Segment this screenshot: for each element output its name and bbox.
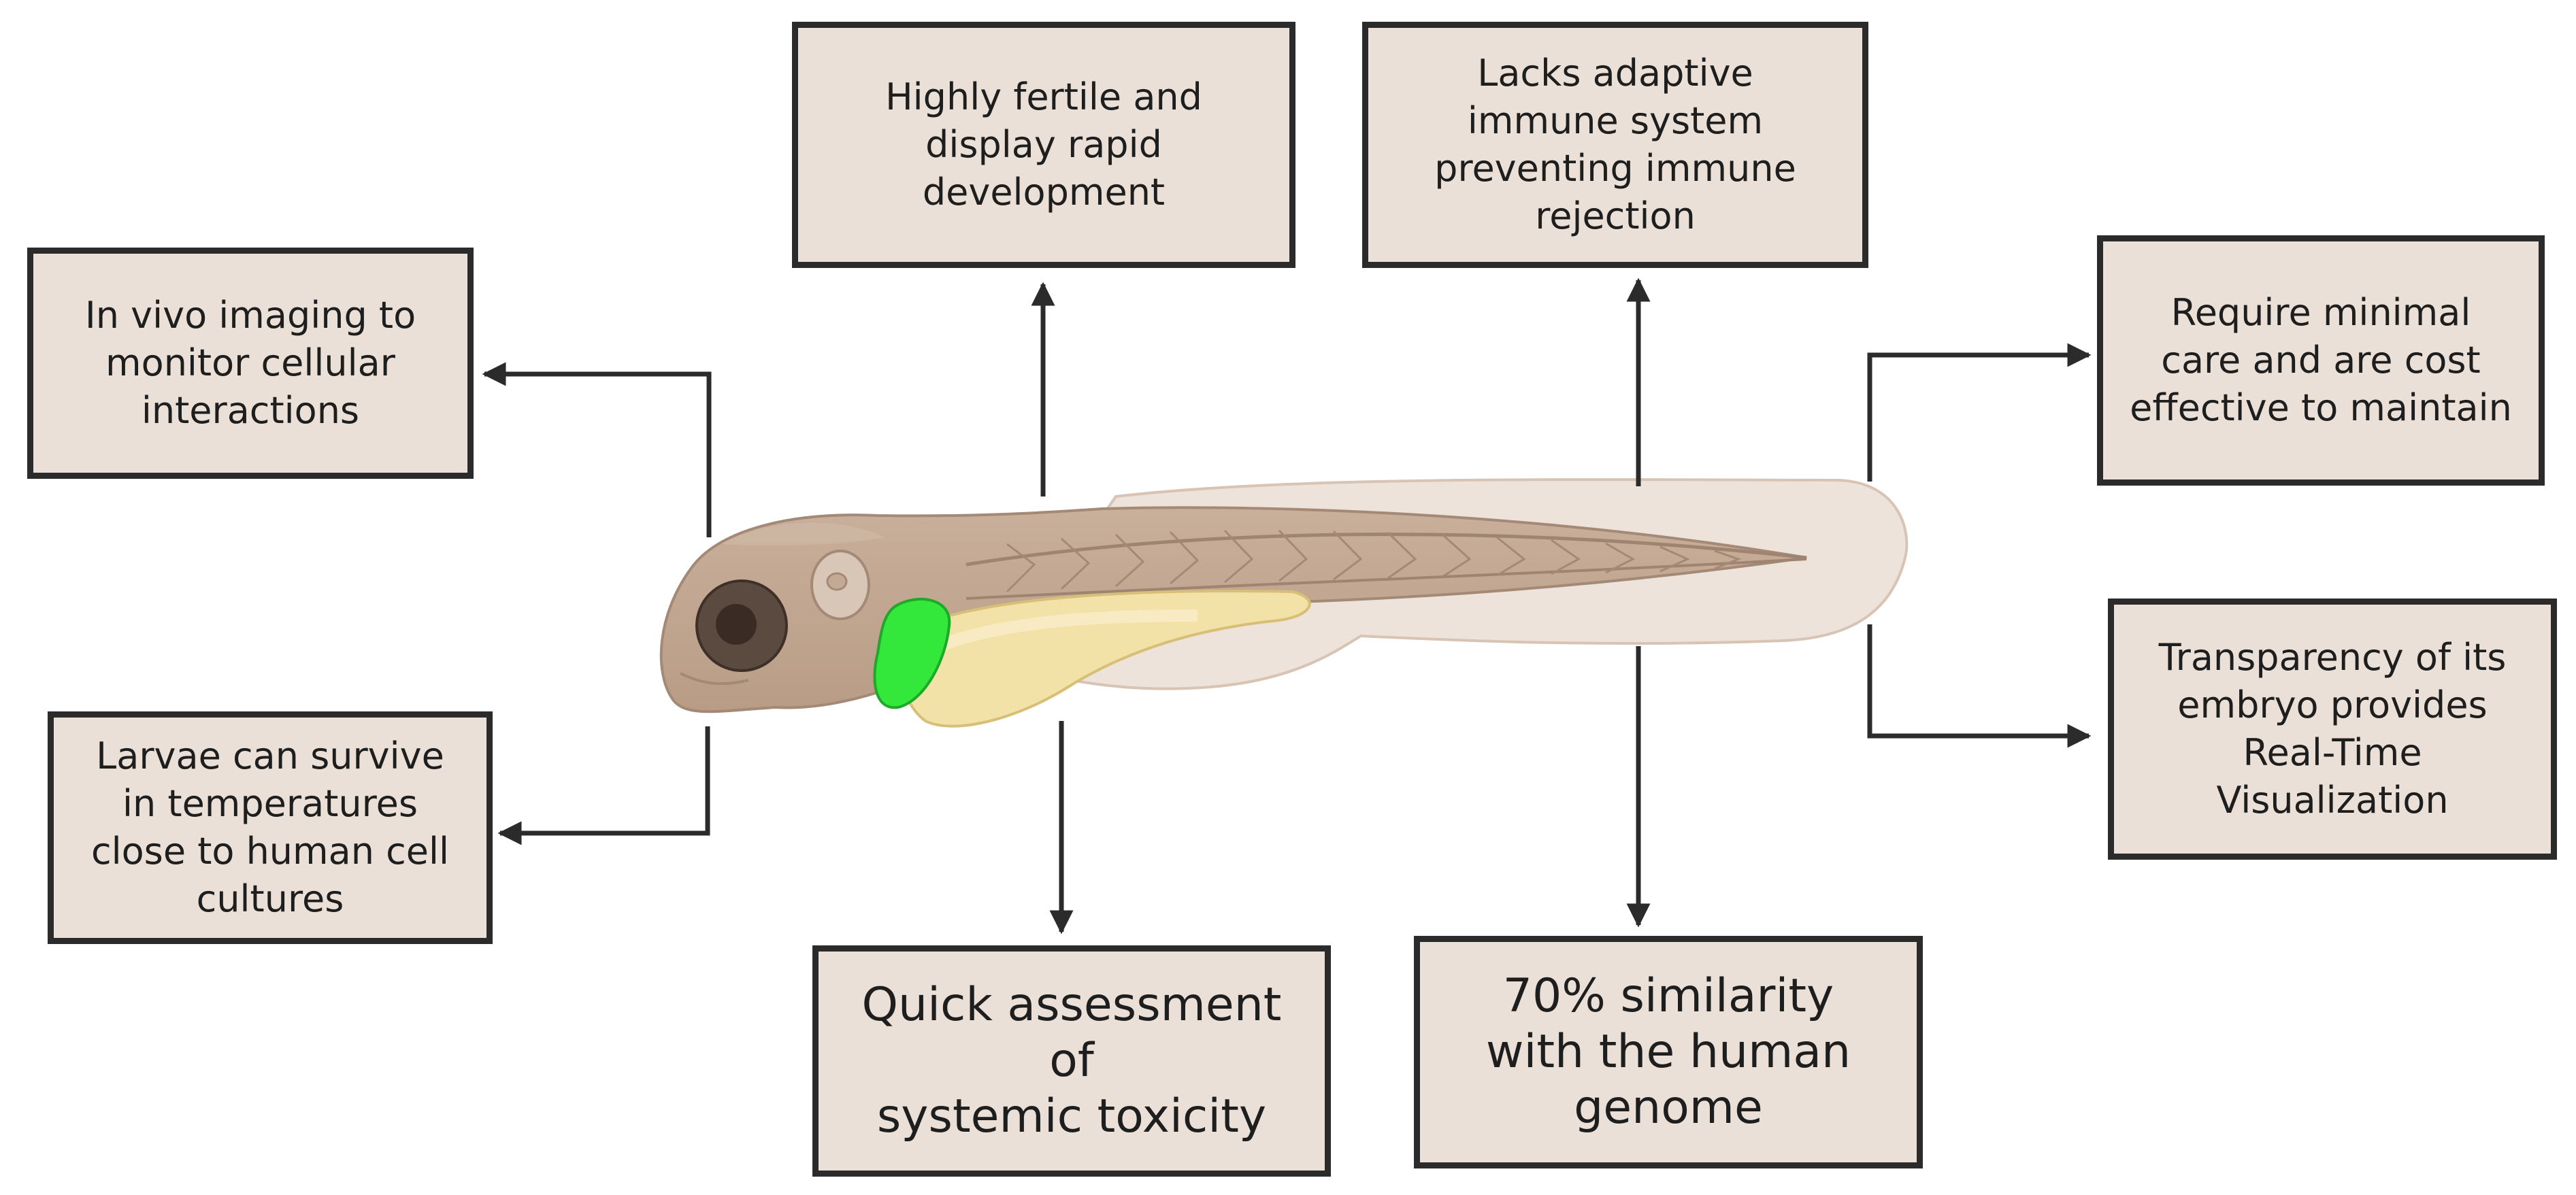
box-minimal-care: Require minimal care and are cost effect… [2097,235,2545,486]
eye [695,579,788,672]
box-fertile-text: Highly fertile and display rapid develop… [885,75,1202,214]
box-in-vivo-imaging-text: In vivo imaging to monitor cellular inte… [84,294,416,432]
box-transparency: Transparency of its embryo provides Real… [2108,599,2557,860]
box-larvae-survive-text: Larvae can survive in temperatures close… [90,735,450,920]
somites [1006,529,1742,593]
box-genome-similarity-text: 70% similarity with the human genome [1485,969,1851,1134]
box-adaptive-immune: Lacks adaptive immune system preventing … [1362,22,1868,268]
box-transparency-text: Transparency of its embryo provides Real… [2158,636,2507,822]
box-genome-similarity: 70% similarity with the human genome [1414,936,1923,1168]
yolk-sac [899,590,1311,728]
arrow-larvae-survive [497,726,710,845]
arrow-transparency [1867,624,2092,748]
box-fertile: Highly fertile and display rapid develop… [792,22,1295,268]
box-larvae-survive: Larvae can survive in temperatures close… [48,711,493,944]
box-systemic-toxicity: Quick assessment of systemic toxicity [812,945,1331,1177]
arrows [482,277,2092,935]
arrow-in-vivo-imaging [482,362,712,537]
arrow-minimal-care [1867,343,2092,482]
box-minimal-care-text: Require minimal care and are cost effect… [2130,291,2512,429]
box-adaptive-immune-text: Lacks adaptive immune system preventing … [1434,52,1796,237]
box-in-vivo-imaging: In vivo imaging to monitor cellular inte… [27,248,474,479]
heart [873,597,951,709]
box-systemic-toxicity-text: Quick assessment of systemic toxicity [861,978,1282,1143]
